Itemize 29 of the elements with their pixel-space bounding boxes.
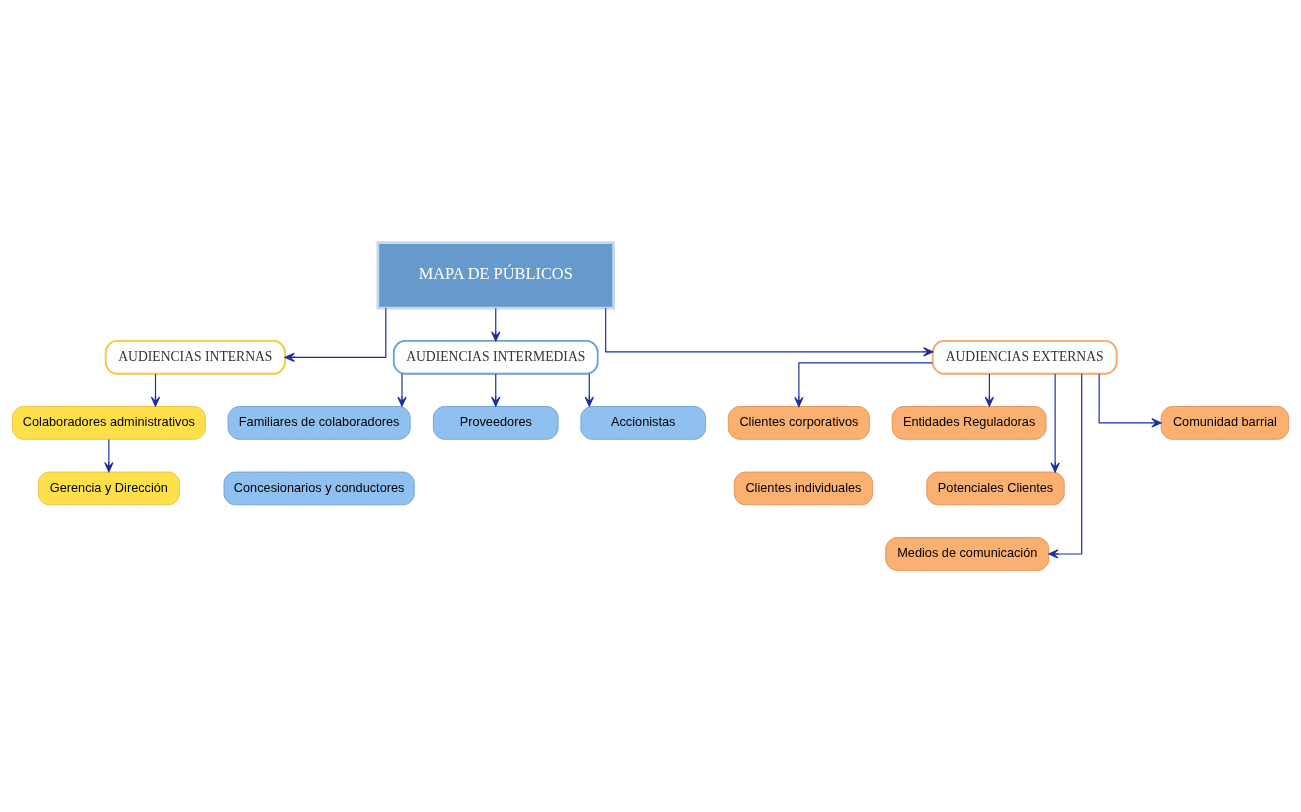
node-box: Potenciales Clientes: [926, 471, 1065, 505]
arrow: [104, 438, 114, 472]
arrow: [1048, 372, 1083, 559]
arrow: [284, 307, 387, 362]
arrow: [984, 372, 995, 407]
arrow: [491, 307, 501, 341]
arrow: [1050, 372, 1060, 473]
arrow: [397, 372, 407, 407]
node-box: Comunidad barrial: [1160, 405, 1290, 440]
arrow: [605, 307, 934, 357]
node-box: Familiares de colaboradores: [227, 405, 411, 440]
node-box: Medios de comunicación: [885, 536, 1050, 571]
node-box: Clientes corporativos: [727, 405, 870, 440]
node-box: Proveedores: [432, 405, 559, 440]
node-box: AUDIENCIAS EXTERNAS: [931, 339, 1118, 375]
node-box: Accionistas: [580, 405, 707, 440]
node-box: AUDIENCIAS INTERMEDIAS: [392, 339, 599, 375]
node-box: Gerencia y Dirección: [37, 471, 180, 505]
arrow: [491, 372, 501, 407]
arrow: [150, 372, 161, 407]
arrow: [1098, 372, 1162, 428]
node-box: Concesionarios y conductores: [223, 471, 415, 505]
arrow: [584, 372, 594, 407]
arrow: [794, 361, 934, 407]
node-box: Colaboradores administrativos: [11, 405, 206, 440]
node-box: Entidades Reguladoras: [891, 405, 1047, 440]
node-box: AUDIENCIAS INTERNAS: [104, 339, 286, 375]
node-box: MAPA DE PÚBLICOS: [376, 240, 615, 310]
node-box: Clientes individuales: [733, 471, 874, 505]
